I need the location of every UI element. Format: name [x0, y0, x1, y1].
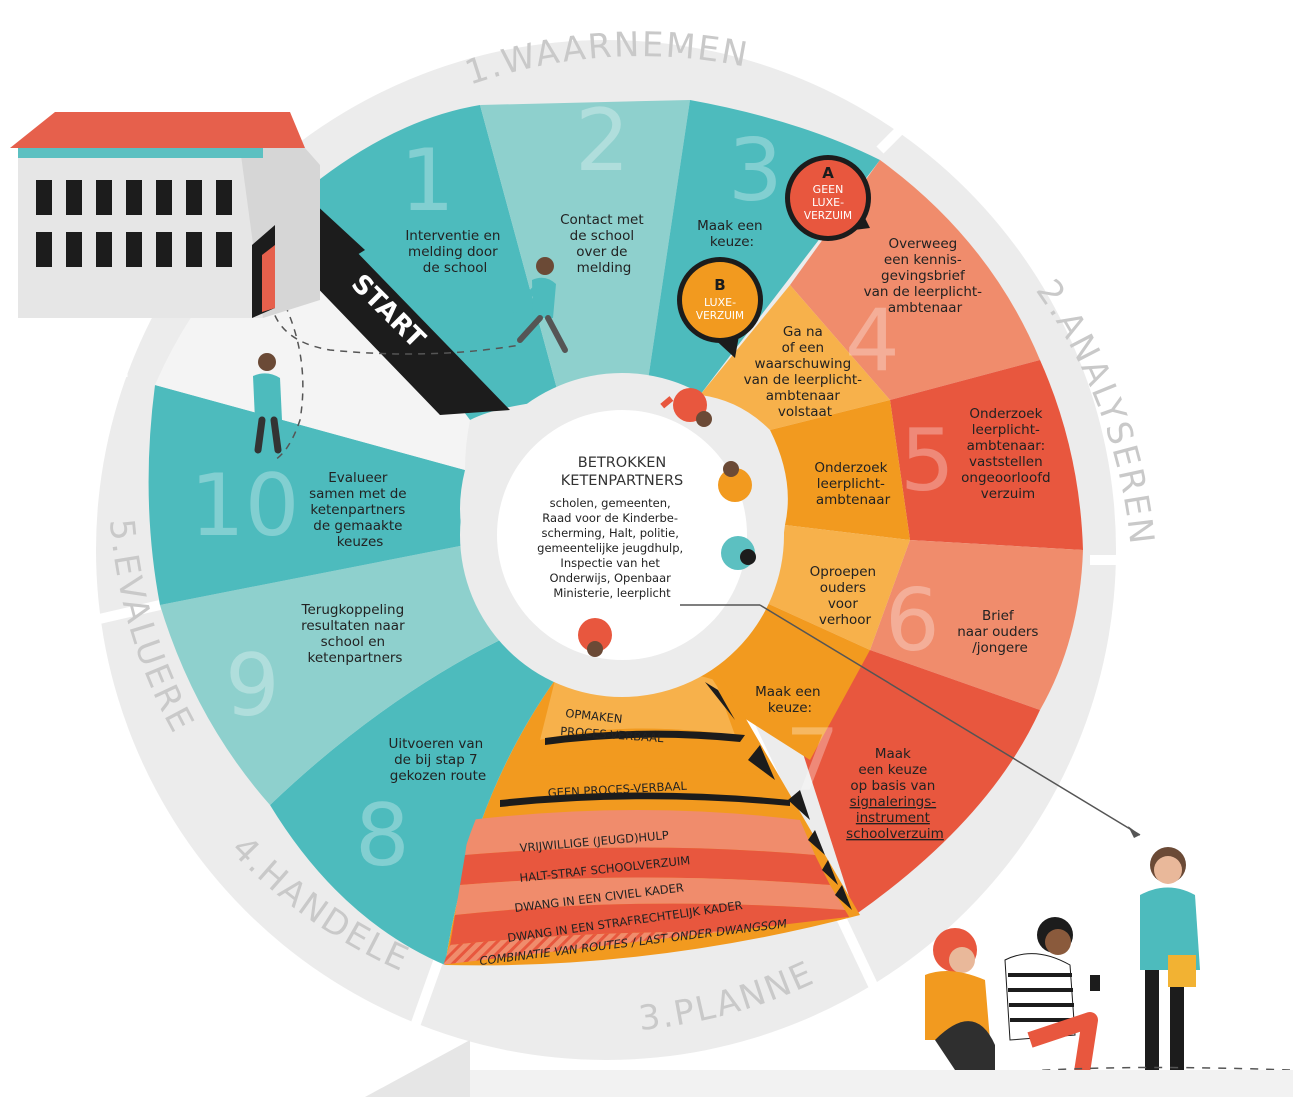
- partner-figures: [578, 388, 756, 657]
- step-5b-label: Onderzoek leerplicht- ambtenaar: [814, 460, 891, 508]
- step-8-label: Uitvoeren van de bij stap 7 gekozen rout…: [388, 736, 487, 784]
- step-number-10: 10: [190, 456, 299, 556]
- segment-step-5a[interactable]: [890, 360, 1083, 550]
- badge-b-line-2: VERZUIM: [696, 310, 744, 322]
- walking-person-icon: [253, 353, 282, 454]
- step-4b-label: Ga na of een waarschuwing van de leerpli…: [744, 324, 867, 420]
- step-number-3: 3: [728, 121, 783, 221]
- step-5a-label: Onderzoek leerplicht- ambtenaar: vastste…: [961, 406, 1055, 502]
- center-title-line-1: BETROKKEN: [578, 455, 666, 471]
- step-7b-label: Maak een keuze op basis van signalerings…: [846, 746, 944, 842]
- badge-a-line-1: GEEN: [813, 183, 844, 196]
- step-4a-label: Overweeg een kennis- gevingsbrief van de…: [864, 236, 987, 316]
- segment-step-4b[interactable]: [700, 285, 890, 430]
- route-label-opmaken: OPMAKEN: [565, 706, 623, 726]
- step-6b-label: Oproepen ouders voor verhoor: [810, 564, 881, 628]
- step-number-2: 2: [575, 91, 630, 191]
- badge-a-letter: A: [822, 164, 834, 182]
- step-1-label: Interventie en melding door de school: [405, 228, 504, 276]
- center-partner-list: scholen, gemeenten, Raad voor de Kinderb…: [537, 496, 687, 600]
- step-6a-label: Brief naar ouders /jongere: [957, 608, 1043, 656]
- walking-path: [269, 289, 521, 355]
- step-7a-label: Maak een keuze:: [755, 684, 825, 716]
- step-number-5: 5: [900, 411, 955, 511]
- step-numbers: 1 2 3 4 5 6 7 8 9 10: [190, 91, 955, 886]
- center-title-line-2: KETENPARTNERS: [561, 473, 683, 489]
- segment-step-6a[interactable]: [870, 540, 1083, 710]
- step-number-7: 7: [785, 711, 840, 811]
- badge-a[interactable]: A GEEN LUXE- VERZUIM: [785, 155, 871, 241]
- route-arrows: [500, 682, 852, 910]
- pointer-line: [680, 604, 1141, 838]
- segment-step-9[interactable]: [160, 545, 500, 805]
- step-number-8: 8: [355, 786, 410, 886]
- school-building-icon: [10, 112, 320, 318]
- step-number-9: 9: [225, 636, 280, 736]
- bottom-pointer-shape: [365, 1040, 470, 1097]
- badge-a-line-3: VERZUIM: [804, 210, 852, 222]
- segment-step-1[interactable]: [300, 105, 560, 420]
- youth-group-illustration: [899, 847, 1291, 1091]
- step-number-4: 4: [845, 291, 900, 391]
- badge-b[interactable]: B LUXE- VERZUIM: [677, 257, 763, 358]
- step-3-label: Maak een keuze:: [697, 218, 767, 250]
- step-number-6: 6: [885, 571, 940, 671]
- step-9-label: Terugkoppeling resultaten naar school en…: [301, 602, 409, 666]
- step-10-label: Evalueer samen met de ketenpartners de g…: [309, 470, 411, 550]
- badge-a-line-2: LUXE-: [812, 196, 844, 209]
- segment-step-10[interactable]: [148, 385, 466, 605]
- step-2-label: Contact met de school over de melding: [560, 212, 648, 276]
- segment-step-8[interactable]: [270, 640, 555, 965]
- step-number-1: 1: [400, 131, 455, 231]
- segment-step-2[interactable]: [480, 100, 690, 400]
- badge-b-line-1: LUXE-: [704, 296, 736, 309]
- segment-step-5b[interactable]: [770, 400, 910, 540]
- center-partners: BETROKKEN KETENPARTNERS scholen, gemeent…: [460, 373, 784, 697]
- badge-b-letter: B: [714, 276, 725, 294]
- running-person-icon: [512, 257, 568, 353]
- segment-step-6b[interactable]: [760, 525, 910, 650]
- step-labels: Interventie en melding door de school Co…: [301, 212, 1055, 842]
